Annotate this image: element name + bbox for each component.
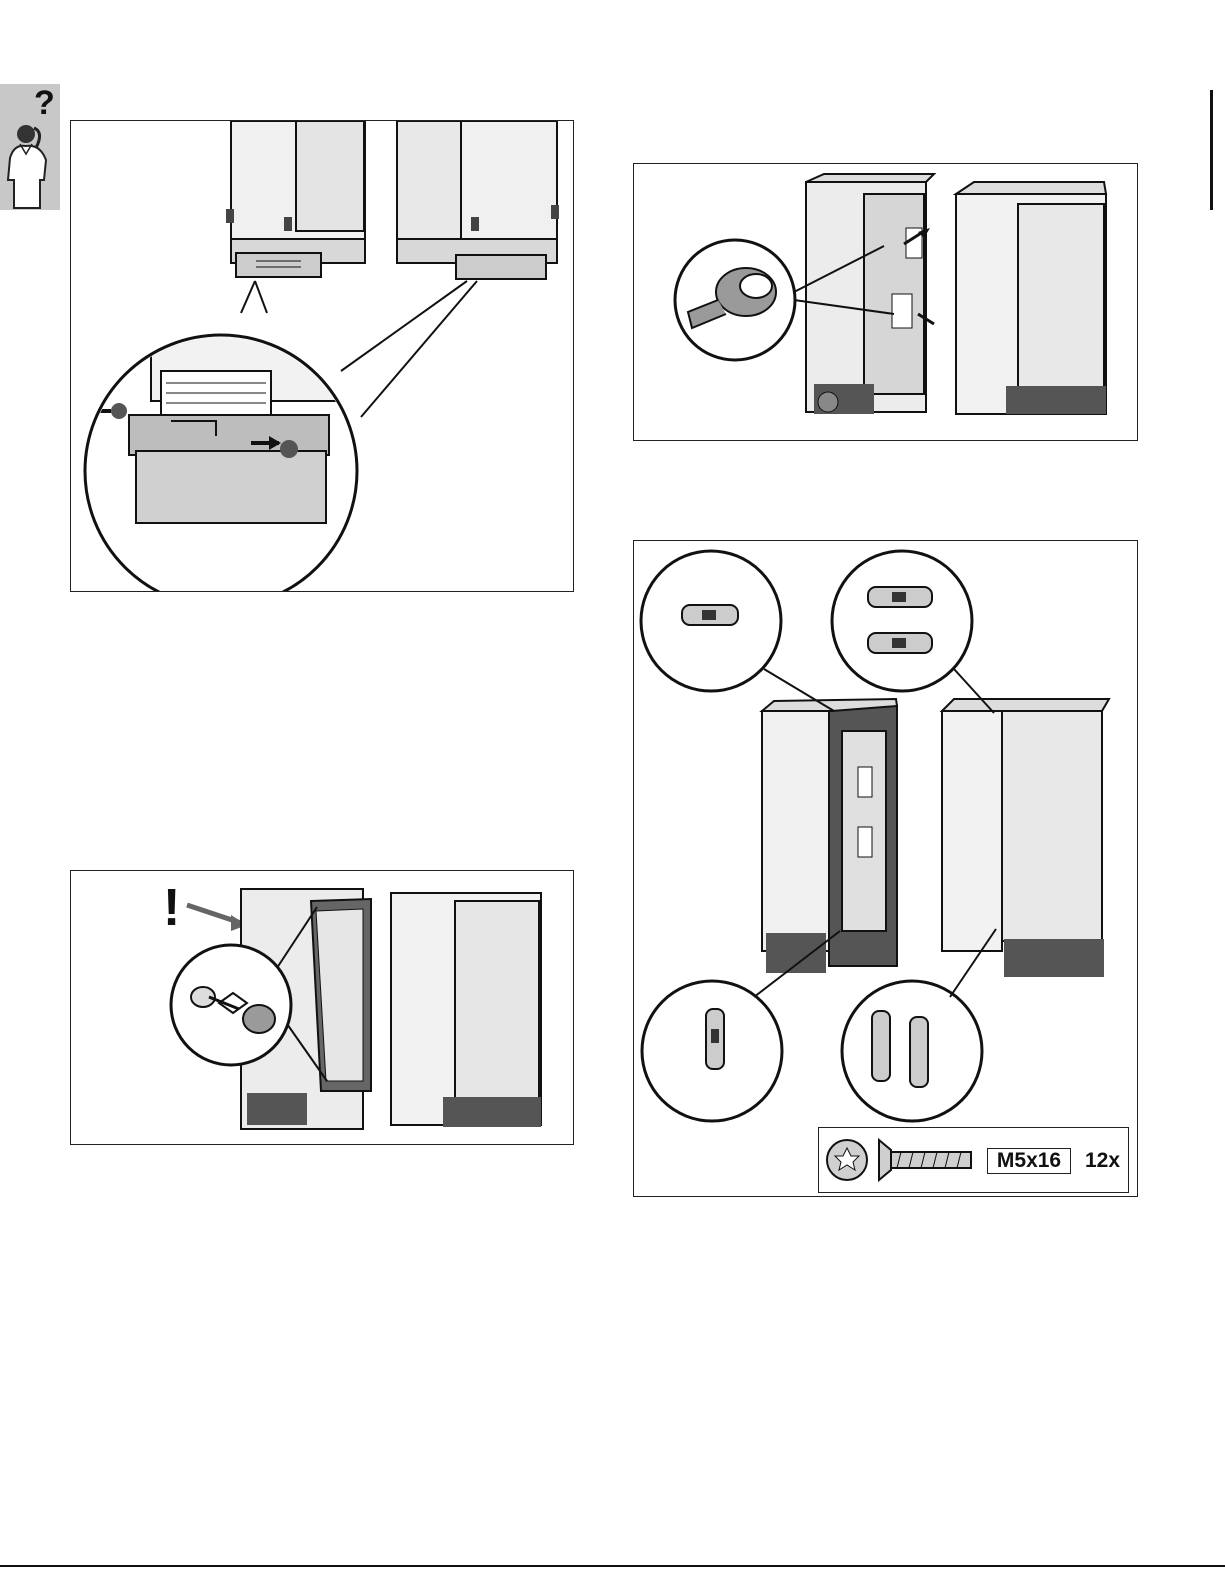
figure-plinth-removal (70, 120, 574, 592)
bottom-rule (0, 1565, 1225, 1567)
help-pictogram: ? (0, 84, 60, 210)
figure-side-trim: ! (70, 870, 574, 1145)
mounting-brackets-illustration (634, 541, 1138, 1197)
figure-mounting-brackets: M5x16 12x (633, 540, 1138, 1197)
person-question-icon (0, 84, 60, 210)
torx-countersunk-screw-icon (821, 1130, 981, 1190)
screw-quantity-label: 12x (1085, 1148, 1120, 1174)
exclamation-mark: ! (163, 879, 180, 937)
figure-adhesive-tape (633, 163, 1138, 441)
screw-legend: M5x16 12x (818, 1127, 1129, 1193)
page-edge-mark (1210, 90, 1213, 210)
adhesive-tape-illustration (634, 164, 1138, 441)
screw-size-label: M5x16 (987, 1148, 1071, 1174)
plinth-grille-removal-illustration (71, 121, 574, 592)
side-trim-illustration: ! (71, 871, 574, 1145)
